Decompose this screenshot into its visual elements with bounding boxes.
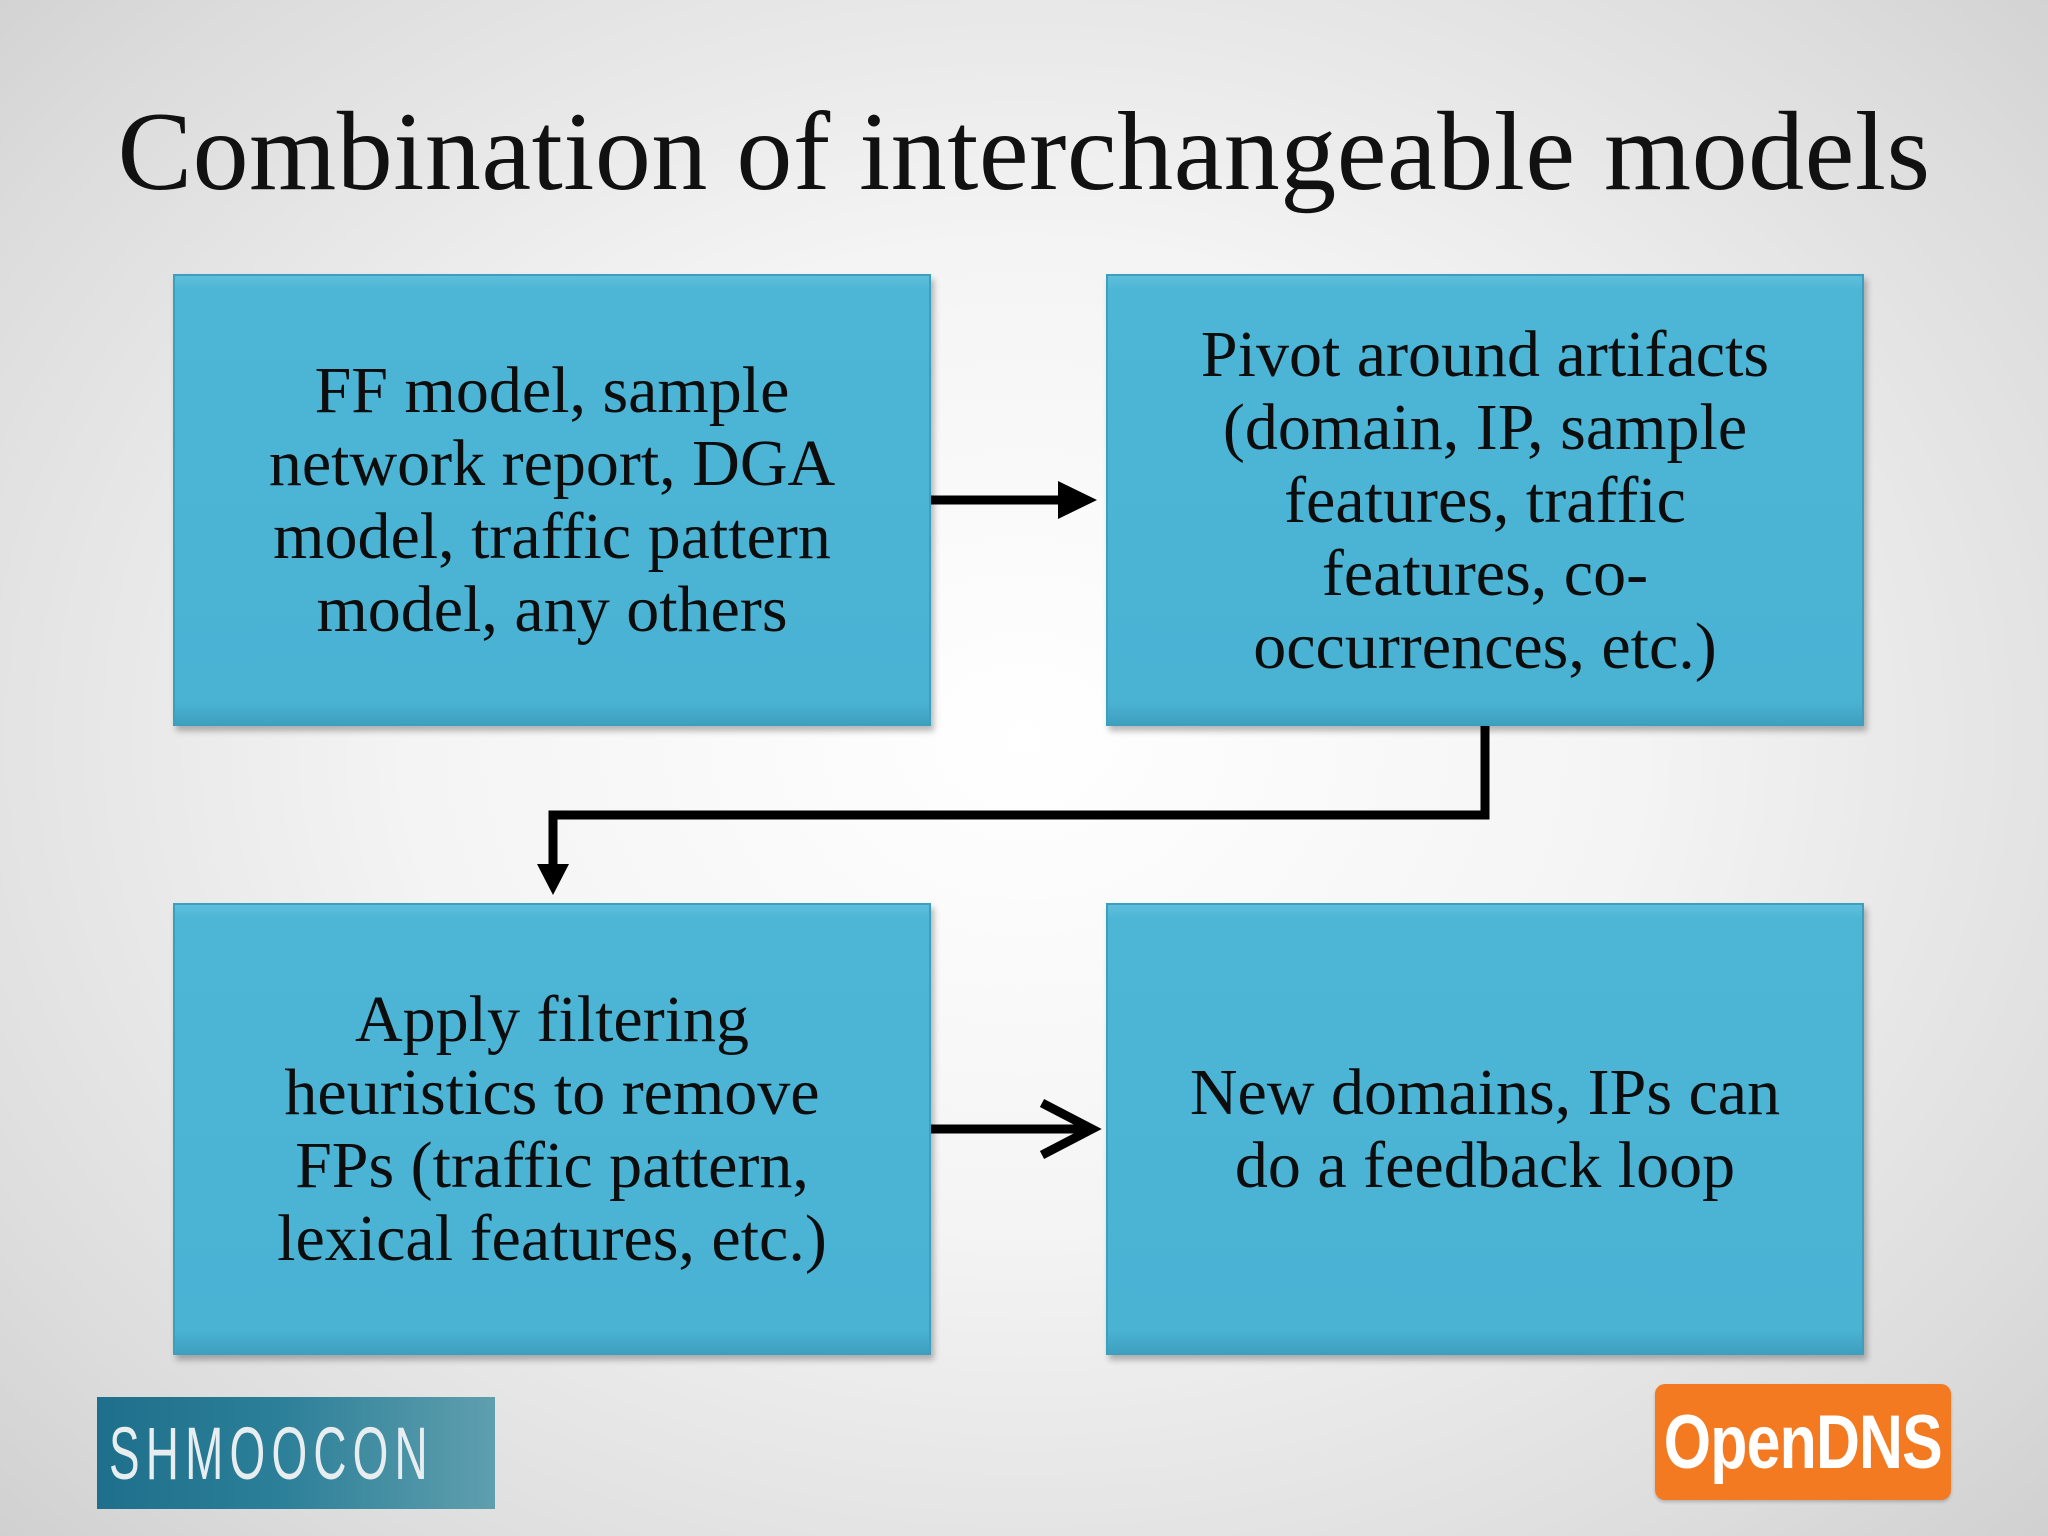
slide-title: Combination of interchangeable models (117, 90, 1931, 214)
opendns-logo-text: OpenDNS (1663, 1399, 1943, 1485)
shmoocon-logo-text: SHMOOCON (109, 1411, 434, 1495)
arrow-pivot-to-filtering (537, 726, 1490, 895)
opendns-logo: OpenDNS (1655, 1384, 1951, 1500)
flow-box-models: FF model, sample network report, DGA mod… (173, 274, 931, 726)
flow-box-models-text: FF model, sample network report, DGA mod… (268, 354, 836, 646)
flow-box-pivot: Pivot around artifacts (domain, IP, samp… (1106, 274, 1864, 726)
flow-box-filtering-text: Apply filtering heuristics to remove FPs… (277, 983, 827, 1275)
flow-box-feedback: New domains, IPs can do a feedback loop (1106, 903, 1864, 1355)
arrow-filtering-to-feedback (931, 1099, 1102, 1159)
flow-box-feedback-text: New domains, IPs can do a feedback loop (1189, 1056, 1781, 1202)
flow-box-filtering: Apply filtering heuristics to remove FPs… (173, 903, 931, 1355)
arrow-models-to-pivot (931, 481, 1097, 519)
shmoocon-logo: SHMOOCON (97, 1397, 495, 1509)
flow-box-pivot-text: Pivot around artifacts (domain, IP, samp… (1200, 317, 1770, 683)
